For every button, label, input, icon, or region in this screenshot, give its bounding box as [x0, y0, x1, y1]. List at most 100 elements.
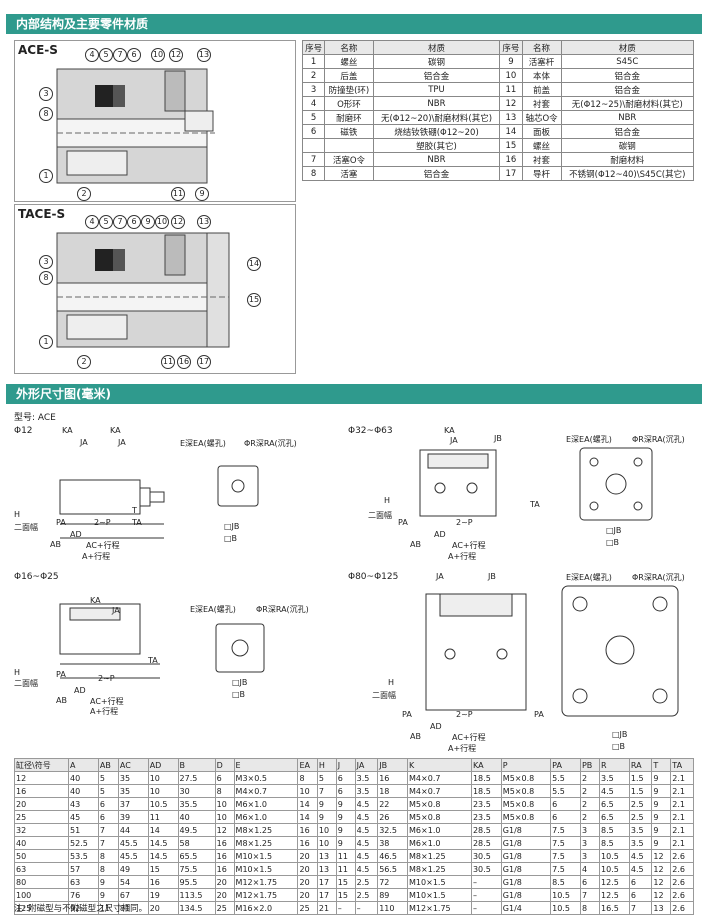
dim-header-cell: K: [407, 758, 472, 772]
dim-ab-16: AB: [56, 696, 67, 705]
callout-3: 3: [39, 87, 53, 101]
mat-table-cell: O形环: [324, 96, 374, 111]
dim-table-cell: M10×1.5: [407, 888, 472, 902]
dim-a-80: A+行程: [448, 744, 477, 753]
dim-table-cell: 5: [97, 784, 119, 798]
dim-table-cell: 46.5: [377, 849, 409, 863]
mat-table-cell: 螺丝: [324, 54, 374, 69]
dim-table-cell: 6: [214, 771, 235, 785]
dim-ad-12: AD: [70, 530, 82, 539]
mat-header-row: 序号名称材质序号名称材质: [301, 40, 695, 55]
mat-table-cell: 铝合金: [560, 124, 695, 139]
dim-table-cell: 8: [97, 849, 119, 863]
dim-table-cell: 21: [316, 901, 337, 915]
dim-table-cell: 10: [297, 784, 318, 798]
dim-table-cell: 38: [377, 836, 409, 850]
mat-header-cell: 材质: [372, 40, 501, 55]
dim-table-cell: 9: [651, 797, 672, 811]
dim-table-cell: 2: [579, 784, 601, 798]
dim-table-cell: 12: [651, 888, 672, 902]
r-depth-16: ΦR深RA(沉孔): [256, 605, 309, 614]
dim-table-cell: 2.6: [670, 862, 694, 876]
dim-table-cell: 54: [117, 875, 149, 889]
dim-table-cell: M4×0.7: [407, 784, 472, 798]
sq-jb-80: □JB: [612, 730, 628, 739]
dim-pa-80b: PA: [534, 710, 544, 719]
dim-table-cell: 2: [579, 810, 601, 824]
dim-table-cell: M16×2.0: [233, 901, 299, 915]
mat-table-cell: 铝合金: [372, 68, 501, 83]
callout-9: 9: [195, 187, 209, 201]
mat-table-cell: 磁铁: [324, 124, 374, 139]
dim-table-cell: 56.5: [377, 862, 409, 876]
mat-header-cell: 名称: [324, 40, 374, 55]
mat-table-cell: 铝合金: [372, 166, 501, 181]
callout-3b: 3: [39, 255, 53, 269]
mat-table-cell: 导杆: [521, 166, 562, 181]
dim-table-cell: 8: [579, 901, 601, 915]
dim-table-cell: 45: [68, 810, 99, 824]
dim-table-cell: 4.5: [354, 849, 379, 863]
dim-t-12: T: [132, 506, 137, 515]
dim-header-cell: B: [177, 758, 216, 772]
dim-header-cell: E: [233, 758, 299, 772]
dim-header-cell: 缸径\符号: [13, 758, 70, 772]
dim-table-cell: M6×1.0: [407, 823, 472, 837]
dim-table-cell: 80: [13, 875, 70, 889]
dim-table-cell: 57: [68, 862, 99, 876]
dim-h-80: H: [388, 678, 395, 687]
mat-table-cell: 17: [499, 166, 523, 181]
dim-table-cell: 9: [316, 810, 337, 824]
dim-table-cell: G1/8: [500, 888, 552, 902]
mat-table-cell: 不锈钢(Φ12~40)\S45C(其它): [560, 166, 695, 181]
dim-table-cell: 10.5: [599, 862, 630, 876]
dim-table-cell: 9: [651, 771, 672, 785]
dim-table-cell: 3.5: [599, 771, 630, 785]
dim-pa-12: PA: [56, 518, 66, 527]
dim-table-cell: 8.5: [599, 823, 630, 837]
mat-table-cell: 衬套: [521, 96, 562, 111]
dim-table-cell: 20: [13, 797, 70, 811]
dim-table-cell: 51: [68, 823, 99, 837]
dim-table-cell: 4.5: [354, 810, 379, 824]
dim-table-cell: 9: [651, 836, 672, 850]
dim-table-cell: 16: [214, 862, 235, 876]
dim-table-cell: 16.5: [599, 901, 630, 915]
dim-a-32: A+行程: [448, 552, 477, 561]
dim-table-cell: 35: [117, 771, 149, 785]
dim-table-cell: 9: [651, 823, 672, 837]
dim-table-cell: 9: [335, 836, 356, 850]
dim-table-cell: 25: [297, 901, 318, 915]
mat-table-cell: 10: [499, 68, 523, 83]
mat-table-cell: 14: [499, 124, 523, 139]
mat-table-cell: NBR: [372, 96, 501, 111]
dim-h-12: H: [14, 510, 21, 519]
dim-table-cell: 10: [147, 784, 179, 798]
dim-table-cell: M10×1.5: [233, 862, 299, 876]
footnote: 注: 附磁型与不附磁型之尺寸相同。: [14, 904, 148, 914]
callout-13: 13: [197, 48, 211, 62]
dim-twoflat-12: 二面幅: [14, 523, 38, 532]
tace-s-cross-section: [56, 232, 230, 348]
dim-table-cell: 8.5: [550, 875, 581, 889]
dim-table-cell: 19: [147, 888, 179, 902]
section-title-dimensions: 外形尺寸图(毫米): [6, 384, 702, 404]
mat-table-cell: NBR: [372, 152, 501, 167]
dim-table-cell: 63: [68, 875, 99, 889]
sq-jb-16: □JB: [232, 678, 248, 687]
section-title-structure: 内部结构及主要零件材质: [6, 14, 702, 34]
dim-table-cell: 14.5: [147, 836, 179, 850]
mat-table-cell: 铝合金: [560, 68, 695, 83]
dim-table-cell: 100: [13, 888, 70, 902]
dim-table-cell: 10.5: [550, 901, 581, 915]
dim-table-cell: 3: [579, 823, 601, 837]
